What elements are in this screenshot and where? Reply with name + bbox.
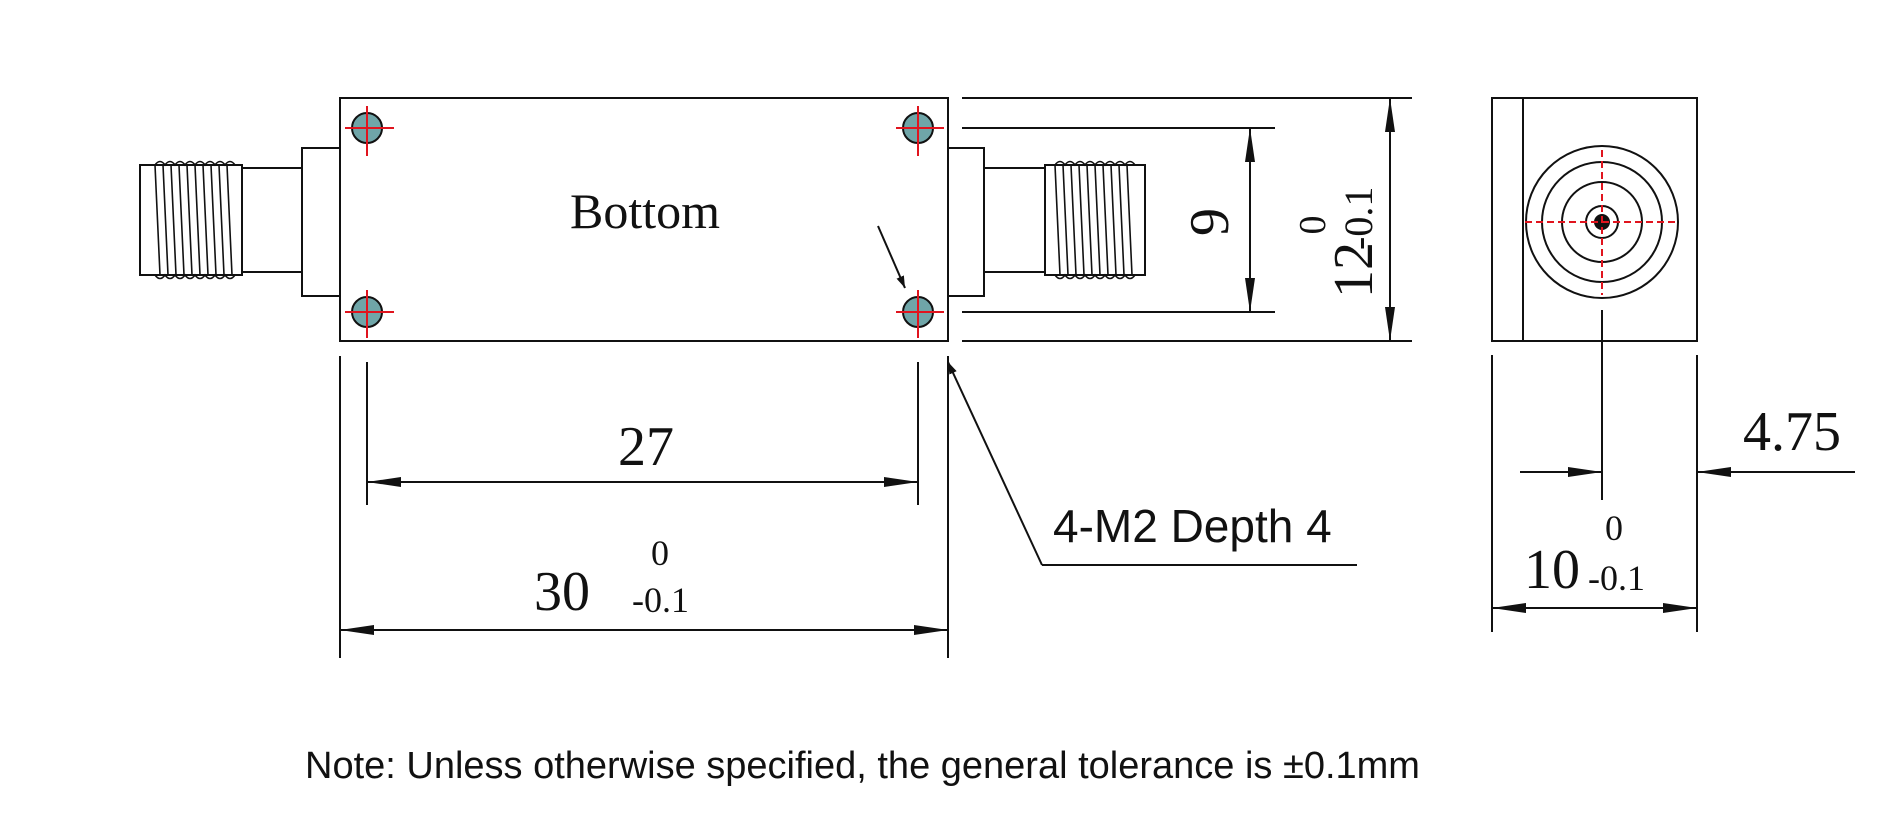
mounting-hole-icon — [896, 106, 944, 156]
dim-width-upper-tol: 0 — [1605, 508, 1623, 548]
dim-hole-spacing: 27 — [618, 416, 674, 478]
end-outline — [1491, 97, 1698, 342]
end-view: 4.75 10 0 -0.1 — [1491, 97, 1855, 632]
dim-width-value: 10 — [1524, 539, 1580, 601]
mounting-hole-icon — [896, 290, 944, 338]
dim-length-upper-tol: 0 — [651, 533, 669, 573]
hole-callout: 4-M2 Depth 4 — [1053, 500, 1332, 552]
dim-height-lower-tol: -0.1 — [1336, 187, 1381, 250]
dim-height-value: 12 — [1323, 242, 1385, 298]
dim-length-value: 30 — [534, 561, 590, 623]
sma-connector-icon — [1525, 145, 1679, 299]
dim-height-upper-tol: 0 — [1292, 216, 1334, 235]
dim-side-hole-spacing: 9 — [1179, 208, 1241, 236]
right-sma-connector-icon — [947, 147, 1146, 297]
dim-width-lower-tol: -0.1 — [1588, 558, 1645, 598]
side-dimensions: 9 12 0 -0.1 — [962, 97, 1412, 342]
dim-center-offset: 4.75 — [1743, 401, 1841, 463]
view-label: Bottom — [570, 183, 720, 239]
bottom-view: Bottom 27 30 0 -0.1 4-M2 Depth 4 — [139, 97, 1357, 658]
mounting-hole-icon — [345, 290, 394, 338]
left-sma-connector-icon — [139, 147, 341, 297]
tolerance-note: Note: Unless otherwise specified, the ge… — [305, 745, 1420, 787]
dim-length-lower-tol: -0.1 — [632, 580, 689, 620]
mounting-hole-icon — [345, 106, 394, 156]
